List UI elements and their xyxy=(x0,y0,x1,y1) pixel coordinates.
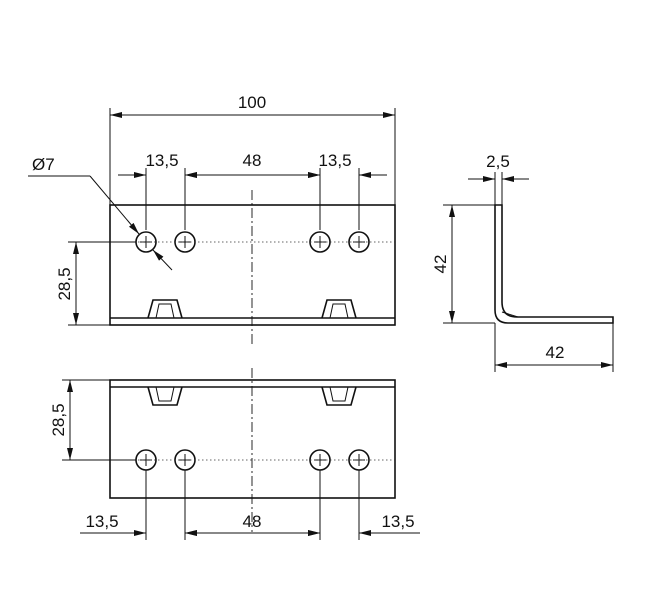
dim-bottom-left-edge: 13,5 xyxy=(85,512,118,531)
dim-top-right-edge: 13,5 xyxy=(318,151,351,170)
bottom-view-rib xyxy=(147,386,183,406)
dim-top-left-edge: 13,5 xyxy=(145,151,178,170)
dim-top-center: 48 xyxy=(243,151,262,170)
bottom-view-rib xyxy=(321,386,357,406)
dim-side-height: 42 xyxy=(431,255,450,274)
dim-bottom-center: 48 xyxy=(243,512,262,531)
bottom-view: 28,5 13,5 48 13,5 xyxy=(49,368,420,540)
dim-bottom-height: 28,5 xyxy=(49,403,68,436)
top-view-rib xyxy=(321,299,357,319)
dim-overall-width: 100 xyxy=(238,93,266,112)
side-view: 2,5 42 42 xyxy=(431,152,614,372)
dim-top-height: 28,5 xyxy=(55,267,74,300)
top-view: 100 13,5 48 13,5 Ø7 28,5 xyxy=(28,93,396,345)
dim-thickness: 2,5 xyxy=(486,152,510,171)
dim-side-width: 42 xyxy=(546,343,565,362)
bottom-view-outline xyxy=(109,379,396,499)
top-view-rib xyxy=(147,299,183,319)
side-view-profile xyxy=(494,204,614,324)
dim-bottom-right-edge: 13,5 xyxy=(381,512,414,531)
dim-hole-diameter: Ø7 xyxy=(32,155,55,174)
top-view-outline xyxy=(109,204,396,326)
